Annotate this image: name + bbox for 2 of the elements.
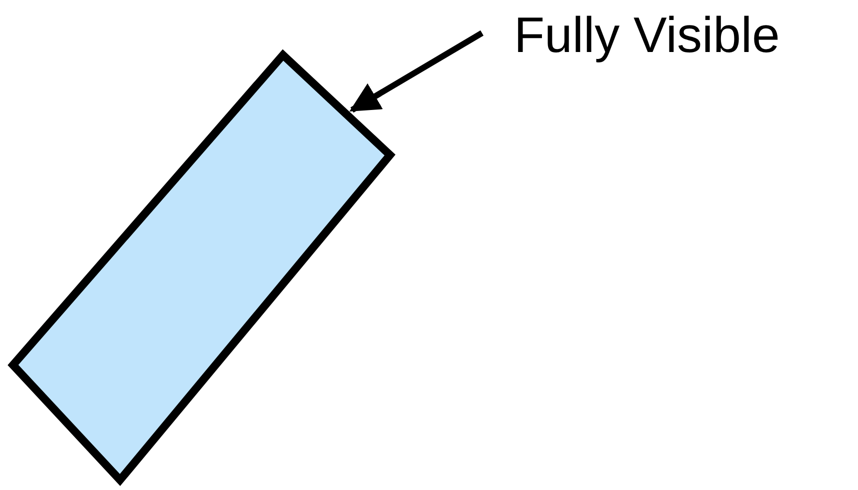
arrow [349, 30, 484, 113]
callout-label: Fully Visible [514, 10, 780, 60]
